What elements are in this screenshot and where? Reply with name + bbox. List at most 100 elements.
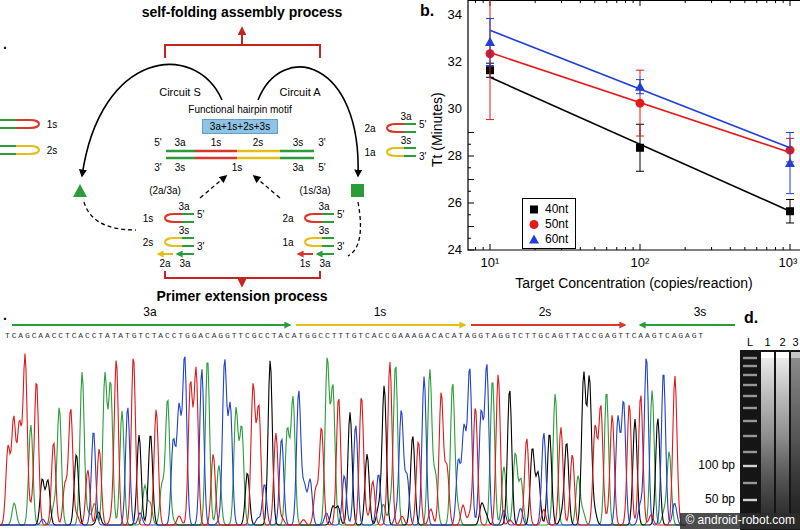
ladder-band [743, 435, 757, 437]
segment-label: 1a [364, 147, 375, 158]
trace-line [0, 353, 686, 525]
panel-letter: b. [420, 2, 434, 20]
gel-background [740, 350, 800, 530]
lane-label: L [747, 336, 753, 348]
tick-label: 32 [448, 55, 462, 69]
hairpin-structure [158, 214, 194, 254]
segment-label: 3s [401, 135, 412, 146]
ladder-band [743, 407, 757, 409]
process-bracket [165, 271, 320, 278]
data-point [485, 37, 495, 46]
ladder-band [743, 395, 757, 397]
segment-label: 1s [211, 137, 222, 148]
segment-label: 3s [179, 225, 190, 236]
segment-label: 3a [400, 111, 411, 122]
end-label: 5' [154, 137, 161, 148]
primer-arrow [177, 253, 194, 255]
motif-sequence: 3a+1s+2s+3s [202, 119, 278, 134]
region-label: 3s [694, 306, 707, 319]
data-point [786, 207, 794, 215]
strand-segment [166, 151, 195, 158]
primer-arrow [158, 253, 173, 255]
region-arrow [640, 324, 735, 326]
end-label: 3' [419, 151, 426, 162]
end-label: 3' [337, 241, 344, 252]
segment-label: 3a [318, 201, 329, 212]
data-point [636, 144, 644, 152]
legend-row: 60nt [528, 231, 568, 246]
chart-legend: 40nt50nt60nt [522, 198, 576, 249]
hairpin-structure [298, 214, 334, 254]
line-chart [468, 0, 800, 250]
segment-label: 2a [282, 213, 293, 224]
strand-segment [322, 213, 334, 215]
segment-label: 3s [319, 225, 330, 236]
strand-segment [182, 237, 194, 239]
motif-heading: Functional hairpin motif [188, 104, 291, 116]
ladder-band [743, 482, 757, 484]
strand-segment [404, 123, 416, 125]
motif-box: Functional hairpin motif 3a+1s+2s+3s [188, 104, 291, 134]
hairpin-loop [165, 238, 182, 246]
process-arrow [241, 278, 243, 286]
end-label: 3' [318, 137, 325, 148]
dashed-arc [200, 176, 226, 198]
strand-segment [182, 245, 194, 247]
smear-lane [776, 352, 789, 522]
process-heading: Primer extension process [156, 289, 327, 304]
strand-segment [280, 151, 314, 158]
legend-symbol [528, 233, 540, 245]
strand-segment [0, 120, 16, 128]
tick-label: 26 [448, 196, 462, 210]
ladder-band [743, 374, 757, 376]
strand-segment [182, 213, 194, 215]
square-symbol [351, 184, 364, 197]
panel-letter: d. [744, 309, 758, 327]
hairpin-loop [387, 148, 404, 156]
segment-label: 2s [47, 145, 58, 156]
primer-label: 3a [179, 258, 190, 269]
fit-line [490, 30, 790, 147]
strand-segment [0, 146, 16, 154]
strand-segment [404, 131, 416, 133]
smear-lane [761, 352, 774, 522]
segment-label: 3s [175, 162, 186, 173]
circuit-label: Circuit A [280, 86, 321, 98]
legend-symbol-shape [530, 205, 538, 213]
well-band [761, 352, 774, 358]
segment-label: 1s [47, 119, 58, 130]
legend-symbol [528, 203, 540, 215]
ladder-band [743, 499, 757, 501]
lane-label: 3 [792, 336, 798, 348]
end-label: 5' [337, 209, 344, 220]
region-arrow [12, 324, 290, 326]
ladder-band [743, 384, 757, 386]
segment-label: 1a [282, 237, 293, 248]
tick-label: 24 [448, 243, 462, 257]
region-arrow [296, 324, 465, 326]
chromatogram [0, 353, 686, 525]
legend-row: 50nt [528, 216, 568, 231]
axis-title: Target Concentration (copies/reaction) [515, 276, 752, 291]
error-bar [786, 199, 794, 223]
end-label: 5' [419, 119, 426, 130]
dashed-arc [84, 202, 136, 230]
hairpin-loop [16, 146, 39, 154]
smear-lane [791, 352, 800, 522]
segment-label: 3a [178, 201, 189, 212]
legend-text: 50nt [545, 217, 568, 231]
strand-segment [322, 221, 334, 223]
ladder-band [743, 451, 757, 453]
strand-segment [404, 147, 416, 149]
error-bar [636, 70, 644, 136]
tick-label: 10³ [779, 256, 798, 270]
tick-label: 34 [448, 8, 462, 22]
strand-segment [404, 155, 416, 157]
data-point [635, 82, 645, 91]
axis-title: Tt (Minutes) [429, 93, 444, 168]
end-label: 3' [197, 241, 204, 252]
segment-label: 2s [253, 137, 264, 148]
legend-text: 60nt [545, 232, 568, 246]
primer-label: 2a [159, 258, 170, 269]
